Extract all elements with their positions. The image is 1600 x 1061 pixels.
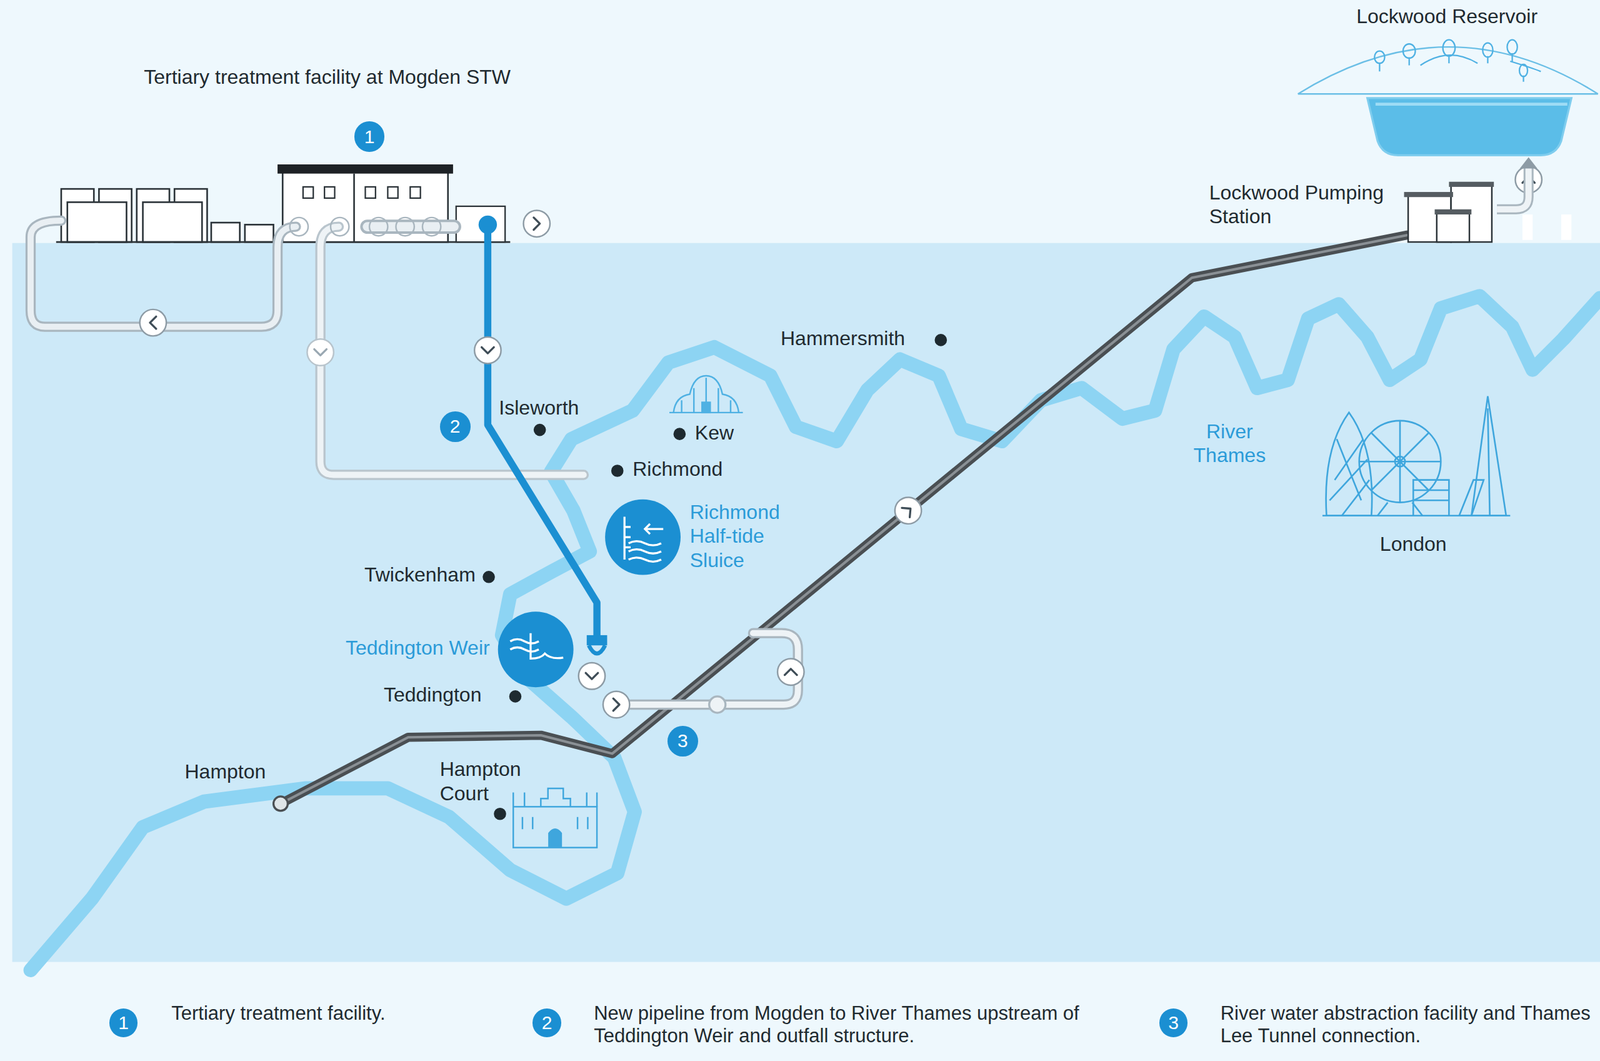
place-label: Teddington Weir (345, 635, 490, 660)
reservoir (1298, 40, 1599, 156)
kew-icon (669, 375, 744, 413)
facility-label: Tertiary treatment facility at Mogden ST… (143, 65, 514, 92)
map-panel (12, 243, 1600, 962)
node-text: Lockwood Pumping Station (1209, 180, 1389, 229)
hampton-court-icon (513, 788, 597, 848)
legend-text: River water abstraction facility and Tha… (1220, 1001, 1597, 1047)
place-label: Richmond Half-tide Sluice (690, 500, 813, 572)
existing-pipes (30, 220, 584, 475)
place-dots (482, 333, 947, 820)
abstraction-pipe (618, 633, 798, 713)
reservoir: Lockwood Reservoir (1298, 4, 1597, 158)
place-label: Teddington (383, 682, 482, 707)
teddington-weir-symbol (498, 611, 574, 687)
tertiary-treatment-building (277, 164, 505, 242)
outfall-structure (586, 635, 608, 654)
legend-text: Tertiary treatment facility. (171, 1001, 509, 1025)
callout-number: 2 (532, 1008, 562, 1037)
place-label: Twickenham (364, 562, 476, 587)
place-label: Richmond (632, 456, 723, 481)
place-label: Hammersmith (780, 326, 905, 350)
pumping-station: Lockwood Pumping Station (1209, 180, 1497, 244)
pumping-station-building (1404, 181, 1572, 242)
place-label: River Thames (1178, 419, 1281, 468)
pipe-connector (1496, 156, 1538, 209)
callout-number: 1 (109, 1008, 139, 1037)
place-label: London (1380, 531, 1447, 556)
place-label: Kew (695, 420, 734, 445)
callout-number: 1 (354, 121, 385, 152)
place-label: Hampton Court (440, 756, 542, 805)
callout-number: 3 (1159, 1008, 1189, 1037)
legend-text: New pipeline from Mogden to River Thames… (593, 1001, 1104, 1047)
thames-lee-tunnel (280, 235, 1409, 804)
place-label: Hampton (185, 759, 267, 784)
new-pipeline (487, 226, 597, 642)
callout-number: 2 (440, 411, 471, 442)
richmond-sluice-symbol (605, 499, 681, 575)
callout-number: 3 (667, 725, 699, 757)
node-text: Tertiary treatment facility at Mogden ST… (143, 65, 514, 89)
node-text: Lockwood Reservoir (1298, 4, 1597, 29)
london-skyline (1322, 396, 1510, 516)
river-thames (30, 296, 1600, 970)
place-label: Isleworth (498, 395, 579, 420)
